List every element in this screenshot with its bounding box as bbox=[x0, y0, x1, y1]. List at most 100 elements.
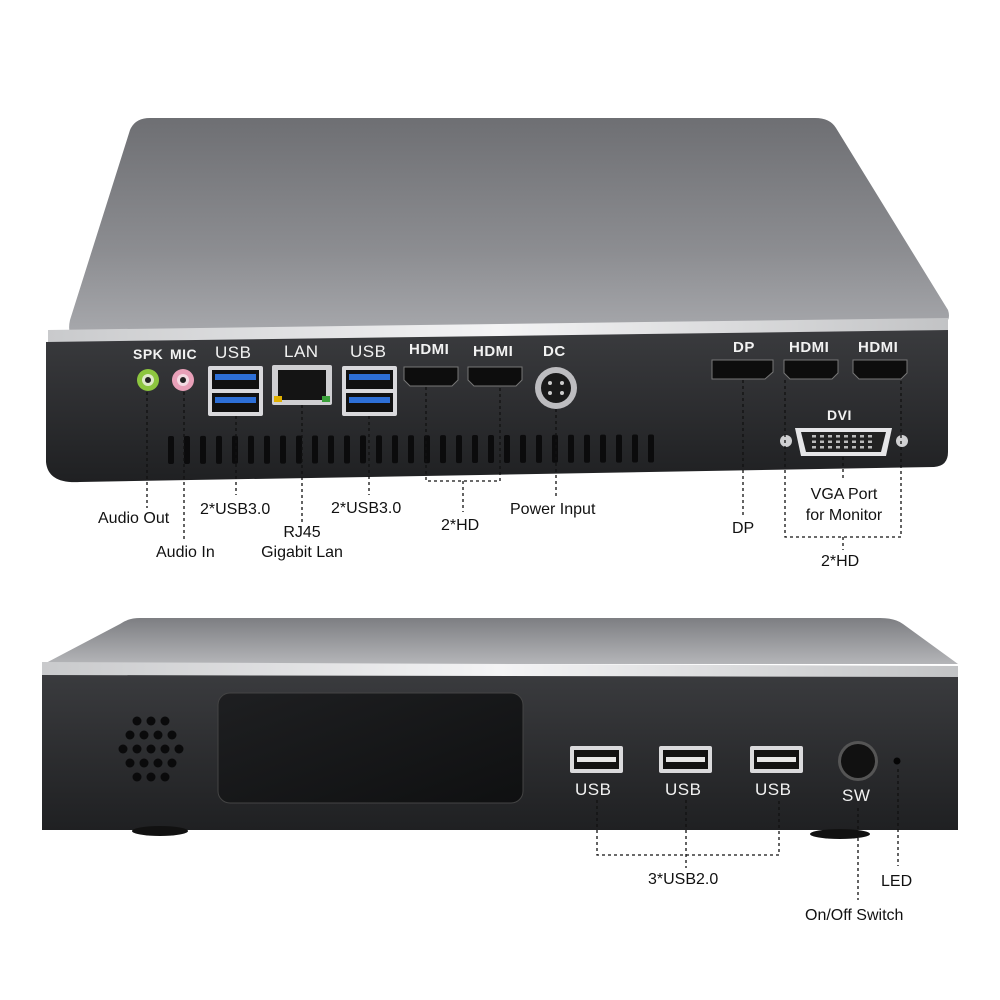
vent-slot bbox=[648, 434, 654, 463]
front-callout-lines bbox=[596, 769, 899, 900]
dvi-pin bbox=[852, 446, 856, 449]
hdmi-port-4 bbox=[852, 359, 908, 380]
usb3-port-left bbox=[208, 366, 263, 416]
vent-slot bbox=[536, 434, 542, 463]
vent-slot bbox=[488, 435, 494, 463]
hdmi-1-label: HDMI bbox=[409, 341, 450, 358]
speaker-hole bbox=[118, 744, 128, 754]
vga-callout-line2: for Monitor bbox=[805, 507, 883, 524]
dvi-pin bbox=[860, 446, 864, 449]
vent-slot bbox=[376, 435, 382, 464]
front-display-window bbox=[217, 692, 524, 804]
speaker-hole bbox=[132, 772, 142, 782]
front-top-surface bbox=[44, 618, 958, 664]
dvi-pin bbox=[828, 446, 832, 449]
dvi-pin bbox=[852, 440, 856, 443]
speaker-hole bbox=[139, 758, 149, 768]
lan-label: LAN bbox=[284, 342, 319, 361]
led-callout: LED bbox=[881, 873, 913, 890]
led-indicator bbox=[893, 757, 901, 765]
hdmi-port-3 bbox=[783, 359, 839, 380]
speaker-hole bbox=[160, 744, 170, 754]
dvi-port bbox=[780, 428, 908, 456]
front-top-edge bbox=[42, 662, 958, 678]
speaker-hole bbox=[167, 730, 177, 740]
vent-slot bbox=[392, 435, 398, 464]
vent-slot bbox=[360, 435, 366, 464]
displayport bbox=[711, 359, 774, 380]
vga-callout-line1: VGA Port bbox=[810, 486, 878, 503]
vent-slot bbox=[312, 435, 318, 464]
vent-slot bbox=[424, 435, 430, 464]
hdmi-2-label: HDMI bbox=[473, 343, 514, 360]
front-usb-2-label: USB bbox=[665, 780, 702, 799]
hdmi-4-label: HDMI bbox=[858, 339, 899, 356]
dvi-pin bbox=[868, 446, 872, 449]
speaker-hole bbox=[125, 730, 135, 740]
speaker-hole bbox=[146, 772, 156, 782]
dvi-pin bbox=[852, 435, 856, 438]
speaker-hole bbox=[160, 772, 170, 782]
power-button[interactable] bbox=[838, 741, 878, 781]
rear-callout-lines bbox=[146, 380, 902, 550]
usb-right-label: USB bbox=[350, 342, 387, 361]
hd-pair-right-callout: 2*HD bbox=[821, 553, 860, 570]
usb-left-label: USB bbox=[215, 343, 252, 362]
speaker-hole bbox=[146, 716, 156, 726]
vent-slot bbox=[568, 434, 574, 463]
sw-label: SW bbox=[842, 786, 871, 805]
audio-in-callout: Audio In bbox=[156, 544, 215, 561]
vent-slot bbox=[520, 434, 526, 463]
vent-slot bbox=[504, 434, 510, 463]
vent-slot bbox=[456, 435, 462, 464]
speaker-hole bbox=[125, 758, 135, 768]
vent-slot bbox=[552, 434, 558, 463]
vent-slot bbox=[344, 435, 350, 464]
power-switch-callout: On/Off Switch bbox=[805, 907, 904, 924]
rear-device bbox=[46, 118, 950, 483]
vent-slot bbox=[632, 434, 638, 463]
usb2-port-1 bbox=[570, 746, 623, 773]
audio-out-callout: Audio Out bbox=[98, 510, 170, 527]
speaker-hole bbox=[132, 744, 142, 754]
dvi-pin bbox=[812, 440, 816, 443]
dvi-pin bbox=[812, 435, 816, 438]
spk-label: SPK bbox=[133, 346, 164, 362]
dvi-pin bbox=[844, 435, 848, 438]
speaker-hole bbox=[153, 730, 163, 740]
dvi-pin bbox=[860, 435, 864, 438]
front-usb-3-label: USB bbox=[755, 780, 792, 799]
vent-slot bbox=[616, 434, 622, 463]
rear-top-edge bbox=[48, 318, 948, 344]
vent-slot bbox=[408, 435, 414, 464]
speaker-hole bbox=[153, 758, 163, 768]
power-input-callout: Power Input bbox=[510, 501, 596, 518]
vent-slot bbox=[296, 435, 302, 464]
speaker-hole bbox=[132, 716, 142, 726]
dvi-pin bbox=[868, 435, 872, 438]
dvi-pin bbox=[828, 440, 832, 443]
usb2-port-3 bbox=[750, 746, 803, 773]
vent-slot bbox=[440, 435, 446, 464]
rj45-callout-line2: Gigabit Lan bbox=[261, 544, 343, 561]
vent-slot bbox=[232, 435, 238, 464]
vent-slot bbox=[472, 435, 478, 464]
dvi-pin bbox=[828, 435, 832, 438]
lan-port bbox=[272, 365, 332, 405]
vent-slot bbox=[328, 435, 334, 464]
hdmi-3-label: HDMI bbox=[789, 339, 830, 356]
vent-slot bbox=[200, 435, 206, 464]
speaker-grille bbox=[118, 716, 184, 782]
dvi-pin bbox=[836, 440, 840, 443]
dvi-pin bbox=[868, 440, 872, 443]
dvi-pin bbox=[820, 440, 824, 443]
hdmi-port-1 bbox=[403, 366, 459, 387]
speaker-hole bbox=[139, 730, 149, 740]
hdmi-port-2 bbox=[467, 366, 523, 387]
vent-slot bbox=[216, 435, 222, 464]
audio-in-jack bbox=[172, 369, 194, 391]
vent-slot bbox=[584, 434, 590, 463]
speaker-hole bbox=[160, 716, 170, 726]
dvi-pin bbox=[820, 435, 824, 438]
